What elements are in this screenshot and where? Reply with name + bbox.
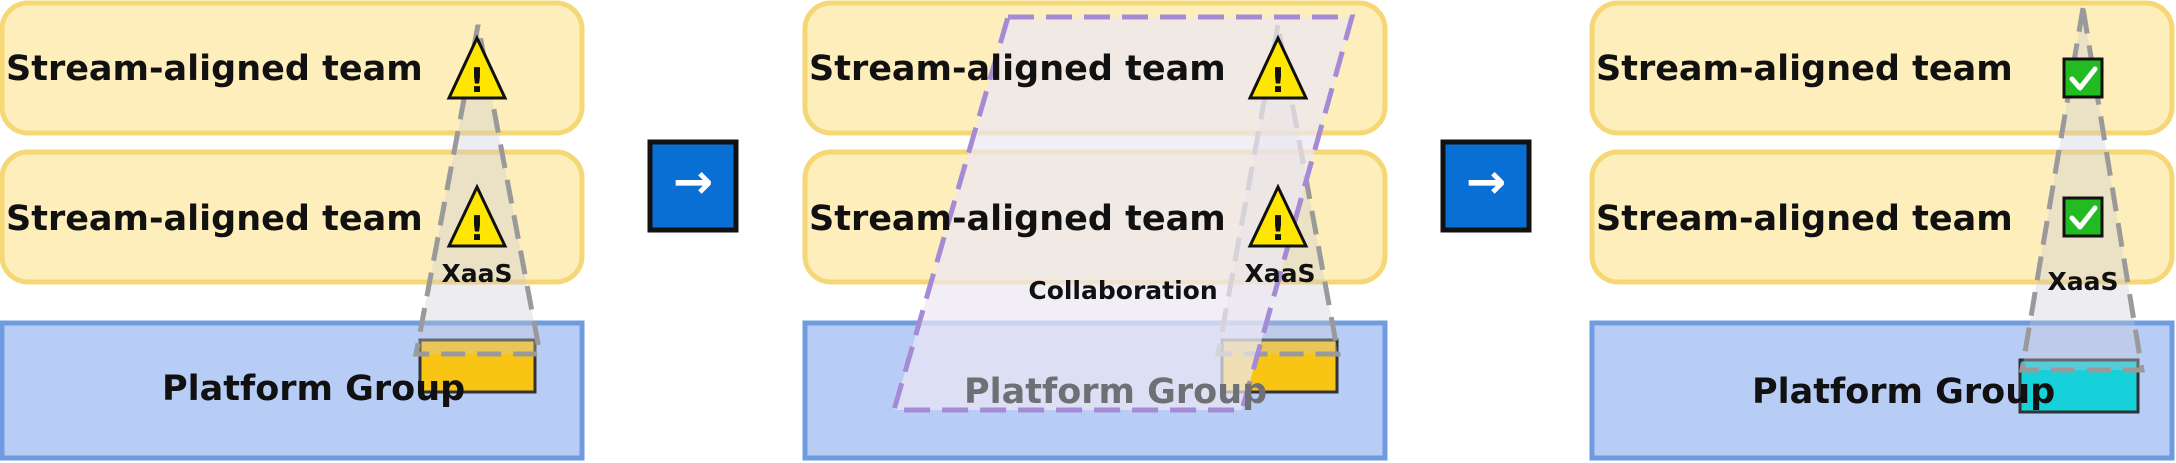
- warning-icon: !: [446, 34, 508, 101]
- stream-aligned-team-box: [0, 0, 585, 136]
- svg-text:!: !: [1270, 61, 1286, 101]
- stream-aligned-team-box: [1589, 0, 2175, 136]
- svg-text:!: !: [469, 61, 485, 101]
- warning-icon: !: [1247, 183, 1309, 249]
- stream-aligned-team-box: [1589, 149, 2175, 285]
- panel-3: Stream-aligned team Stream-aligned team …: [1589, 0, 2175, 461]
- warning-icon: !: [1247, 34, 1309, 101]
- team-label: Stream-aligned team: [6, 199, 423, 239]
- team-label: Stream-aligned team: [1596, 49, 2013, 89]
- arrow-right-icon: [647, 139, 739, 233]
- platform-service-block: [418, 338, 537, 394]
- platform-service-block: [2018, 358, 2140, 414]
- arrow-glyph: →: [1466, 154, 1506, 210]
- svg-text:!: !: [469, 209, 485, 249]
- platform-label: Platform Group: [964, 372, 1267, 412]
- transition-arrow: →: [1440, 139, 1532, 233]
- warning-icon: !: [446, 183, 508, 249]
- xaas-label: XaaS: [2047, 267, 2118, 296]
- team-label: Stream-aligned team: [809, 199, 1226, 239]
- platform-label: Platform Group: [162, 369, 465, 409]
- check-icon: [2062, 57, 2104, 99]
- xaas-label: XaaS: [441, 259, 512, 288]
- collaboration-label: Collaboration: [1028, 276, 1217, 305]
- xaas-cone: [2019, 7, 2145, 373]
- team-label: Stream-aligned team: [1596, 199, 2013, 239]
- platform-label: Platform Group: [1752, 372, 2055, 412]
- svg-text:!: !: [1270, 209, 1286, 249]
- check-icon: [2062, 196, 2104, 238]
- panel-2: Stream-aligned team Stream-aligned team …: [802, 0, 1388, 461]
- panel-1: Stream-aligned team Stream-aligned team …: [0, 0, 585, 461]
- xaas-label: XaaS: [1244, 259, 1315, 288]
- team-label: Stream-aligned team: [6, 49, 423, 89]
- collaboration-area: [890, 14, 1356, 413]
- arrow-glyph: →: [673, 154, 713, 210]
- arrow-right-icon: [1440, 139, 1532, 233]
- team-label: Stream-aligned team: [809, 49, 1226, 89]
- transition-arrow: →: [647, 139, 739, 233]
